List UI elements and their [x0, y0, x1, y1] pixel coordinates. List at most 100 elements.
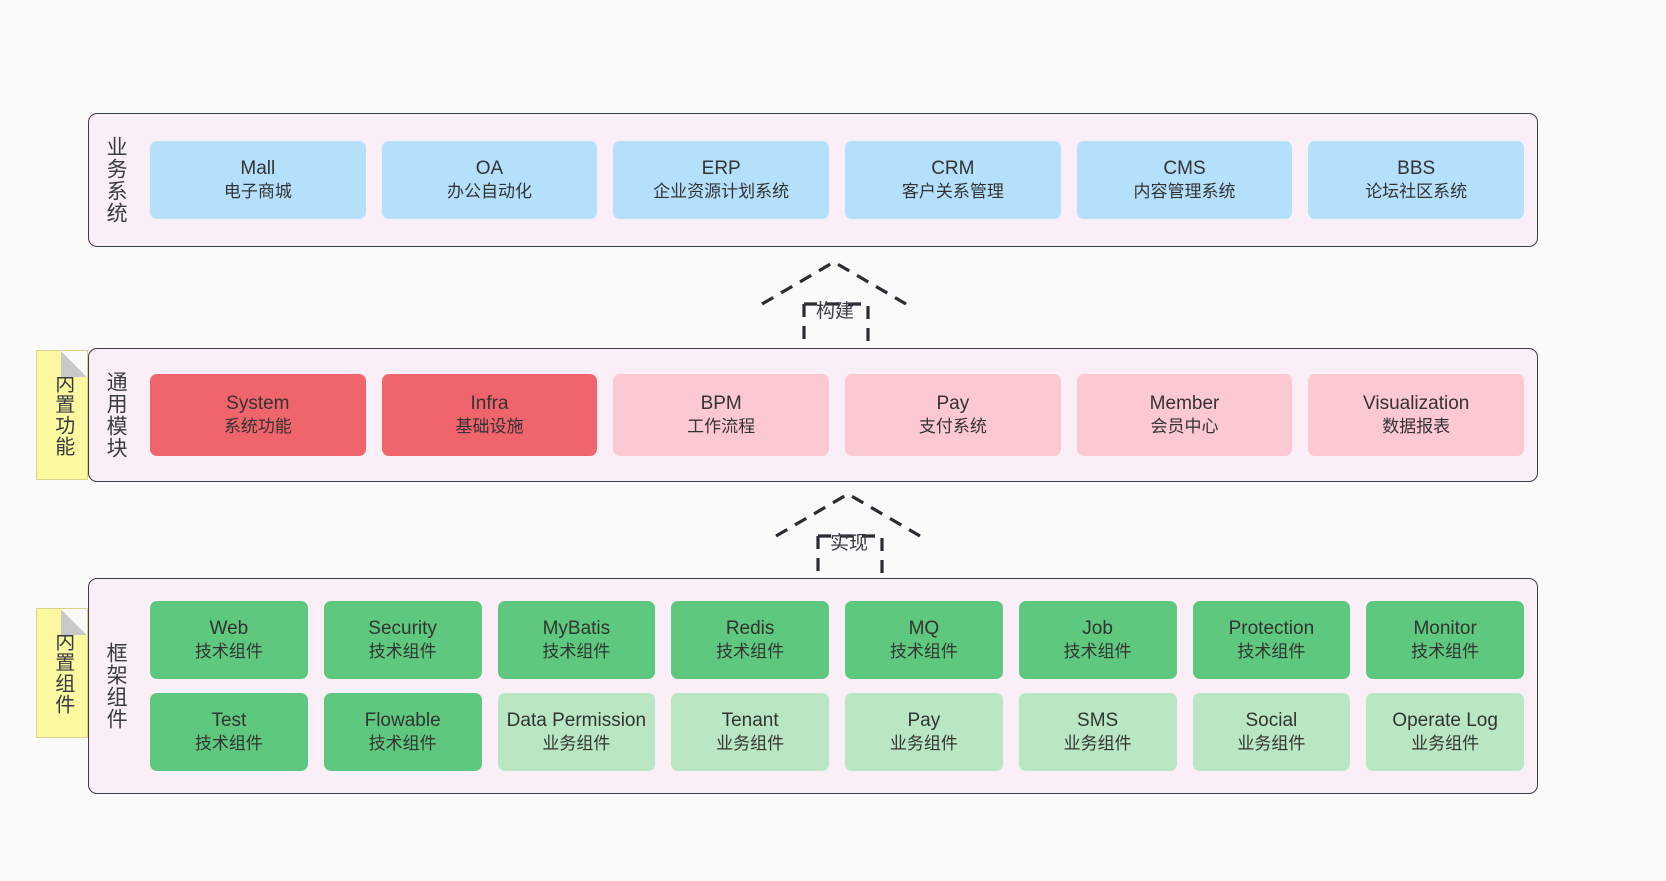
node-subtitle: 企业资源计划系统 — [653, 182, 790, 202]
node-mall[interactable]: Mall 电子商城 — [150, 141, 366, 219]
node-redis[interactable]: Redis 技术组件 — [671, 601, 829, 679]
generalization-arrowhead — [761, 260, 907, 306]
node-subtitle: 技术组件 — [368, 734, 437, 754]
node-title: CMS — [1163, 158, 1206, 180]
node-subtitle: 业务组件 — [1411, 734, 1480, 754]
node-tenant[interactable]: Tenant 业务组件 — [671, 693, 829, 771]
node-title: Infra — [470, 393, 509, 415]
node-subtitle: 内容管理系统 — [1133, 182, 1236, 202]
node-title: Protection — [1228, 618, 1315, 640]
layer-body-framework-components: Web 技术组件 Security 技术组件 MyBatis 技术组件 Redi… — [137, 579, 1537, 793]
node-subtitle: 论坛社区系统 — [1365, 182, 1468, 202]
node-title: OA — [475, 158, 504, 180]
node-protection[interactable]: Protection 技术组件 — [1192, 601, 1351, 679]
node-title: BPM — [700, 393, 742, 415]
node-title: Security — [368, 618, 437, 640]
node-subtitle: 技术组件 — [1411, 642, 1480, 662]
node-title: Mall — [240, 158, 276, 180]
node-title: Data Permission — [506, 710, 647, 732]
node-title: Social — [1245, 710, 1298, 732]
node-title: Member — [1149, 393, 1220, 415]
node-job[interactable]: Job 技术组件 — [1018, 601, 1177, 679]
node-system[interactable]: System 系统功能 — [150, 374, 366, 456]
node-subtitle: 系统功能 — [223, 417, 292, 437]
node-operate-log[interactable]: Operate Log 业务组件 — [1366, 693, 1524, 771]
node-data-permission[interactable]: Data Permission 业务组件 — [497, 693, 656, 771]
node-subtitle: 数据报表 — [1382, 417, 1451, 437]
connector-label-build: 构建 — [816, 301, 855, 322]
node-title: Visualization — [1363, 393, 1470, 415]
node-row: System 系统功能 Infra 基础设施 BPM 工作流程 Pay 支付系统… — [150, 374, 1525, 456]
node-member[interactable]: Member 会员中心 — [1076, 374, 1293, 456]
node-row: Mall 电子商城 OA 办公自动化 ERP 企业资源计划系统 CRM 客户关系… — [150, 141, 1525, 219]
node-bbs[interactable]: BBS 论坛社区系统 — [1308, 141, 1525, 219]
sticky-note-builtin-components[interactable]: 内置组件 — [36, 608, 88, 738]
sticky-note-builtin-features[interactable]: 内置功能 — [36, 350, 88, 480]
node-subtitle: 客户关系管理 — [901, 182, 1004, 202]
layer-title-framework-components: 框架组件 — [104, 642, 128, 730]
node-subtitle: 技术组件 — [368, 642, 437, 662]
layer-business-systems: 业务系统 Mall 电子商城 OA 办公自动化 ERP 企业资源计划系统 CRM… — [88, 113, 1538, 247]
node-mq[interactable]: MQ 技术组件 — [845, 601, 1003, 679]
node-subtitle: 业务组件 — [1237, 734, 1306, 754]
connector-shaft — [816, 534, 884, 580]
node-title: Monitor — [1413, 618, 1477, 640]
node-subtitle: 技术组件 — [716, 642, 785, 662]
node-social[interactable]: Social 业务组件 — [1192, 693, 1351, 771]
node-test[interactable]: Test 技术组件 — [150, 693, 308, 771]
node-crm[interactable]: CRM 客户关系管理 — [845, 141, 1061, 219]
connector-shaft — [802, 302, 870, 348]
node-mybatis[interactable]: MyBatis 技术组件 — [497, 601, 656, 679]
node-web[interactable]: Web 技术组件 — [150, 601, 308, 679]
node-subtitle: 业务组件 — [889, 734, 958, 754]
node-subtitle: 会员中心 — [1150, 417, 1219, 437]
node-title: Job — [1082, 618, 1113, 640]
node-subtitle: 业务组件 — [716, 734, 785, 754]
node-oa[interactable]: OA 办公自动化 — [381, 141, 598, 219]
node-title: MyBatis — [542, 618, 611, 640]
node-bpm[interactable]: BPM 工作流程 — [613, 374, 830, 456]
node-erp[interactable]: ERP 企业资源计划系统 — [613, 141, 830, 219]
node-subtitle: 技术组件 — [1237, 642, 1306, 662]
node-subtitle: 基础设施 — [455, 417, 524, 437]
layer-body-common-modules: System 系统功能 Infra 基础设施 BPM 工作流程 Pay 支付系统… — [137, 349, 1537, 481]
node-subtitle: 技术组件 — [542, 642, 611, 662]
node-infra[interactable]: Infra 基础设施 — [381, 374, 598, 456]
node-subtitle: 技术组件 — [1063, 642, 1132, 662]
node-subtitle: 业务组件 — [542, 734, 611, 754]
node-subtitle: 支付系统 — [918, 417, 987, 437]
node-title: Pay — [936, 393, 970, 415]
node-pay-component[interactable]: Pay 业务组件 — [845, 693, 1003, 771]
layer-title-common-modules: 通用模块 — [104, 371, 128, 459]
connector-implement: 实现 — [772, 490, 924, 580]
layer-framework-components: 框架组件 Web 技术组件 Security 技术组件 MyBatis 技术组件… — [88, 578, 1538, 794]
connector-build: 构建 — [758, 258, 910, 348]
node-subtitle: 技术组件 — [889, 642, 958, 662]
node-title: ERP — [701, 158, 741, 180]
node-title: CRM — [931, 158, 975, 180]
node-sms[interactable]: SMS 业务组件 — [1018, 693, 1177, 771]
node-pay-module[interactable]: Pay 支付系统 — [845, 374, 1061, 456]
node-title: Pay — [907, 710, 941, 732]
node-title: BBS — [1397, 158, 1436, 180]
generalization-arrowhead — [775, 492, 921, 538]
node-title: Web — [209, 618, 249, 640]
node-subtitle: 技术组件 — [194, 734, 263, 754]
layer-common-modules: 通用模块 System 系统功能 Infra 基础设施 BPM 工作流程 Pay… — [88, 348, 1538, 482]
node-row: Web 技术组件 Security 技术组件 MyBatis 技术组件 Redi… — [150, 601, 1524, 679]
node-title: MQ — [908, 618, 940, 640]
node-monitor[interactable]: Monitor 技术组件 — [1366, 601, 1524, 679]
node-title: Redis — [725, 618, 775, 640]
node-flowable[interactable]: Flowable 技术组件 — [323, 693, 482, 771]
node-title: Tenant — [721, 710, 779, 732]
layer-title-business-systems: 业务系统 — [104, 136, 128, 224]
node-cms[interactable]: CMS 内容管理系统 — [1076, 141, 1293, 219]
connector-label-implement: 实现 — [830, 533, 869, 554]
node-title: System — [226, 393, 290, 415]
node-title: Operate Log — [1392, 710, 1498, 732]
node-subtitle: 工作流程 — [687, 417, 756, 437]
node-security[interactable]: Security 技术组件 — [323, 601, 482, 679]
node-subtitle: 技术组件 — [194, 642, 263, 662]
node-visualization[interactable]: Visualization 数据报表 — [1308, 374, 1525, 456]
